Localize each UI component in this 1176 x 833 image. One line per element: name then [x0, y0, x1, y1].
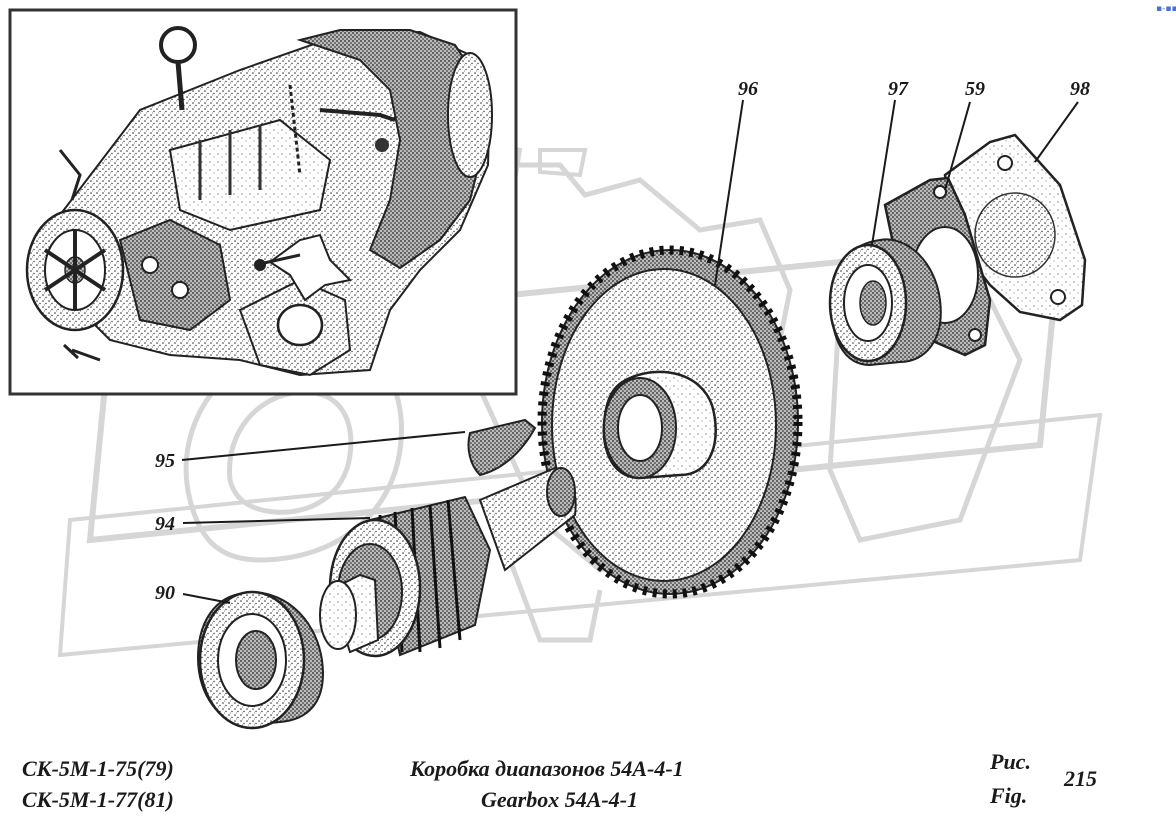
- figure-label-en: Fig.: [990, 783, 1028, 808]
- callout-94: 94: [155, 513, 175, 535]
- callout-96: 96: [738, 78, 758, 100]
- callout-59: 59: [965, 78, 985, 100]
- callout-97: 97: [888, 78, 909, 100]
- part-94-shaft: [319, 466, 577, 658]
- part-97-bearing: [828, 238, 942, 367]
- part-90-bearing: [196, 590, 324, 730]
- part-95-key: [467, 418, 537, 477]
- figure-label-ru: Рис.: [990, 749, 1031, 774]
- figure-title-ru: Коробка диапазонов 54А-4-1: [410, 756, 684, 781]
- figure-number: 215: [1064, 766, 1097, 791]
- figure-title-en: Gearbox 54A-4-1: [481, 787, 639, 812]
- model-code-1: СК-5М-1-75(79): [22, 756, 174, 781]
- callout-90: 90: [155, 582, 175, 604]
- callout-leaders: [181, 99, 1079, 604]
- callout-95: 95: [155, 450, 175, 472]
- part-96-gear: [537, 245, 803, 599]
- callout-98: 98: [1070, 78, 1090, 100]
- assembly-illustration: [25, 26, 493, 377]
- model-code-2: СК-5М-1-77(81): [22, 787, 174, 812]
- corner-mark: ▪‑▪▪: [1156, 4, 1176, 14]
